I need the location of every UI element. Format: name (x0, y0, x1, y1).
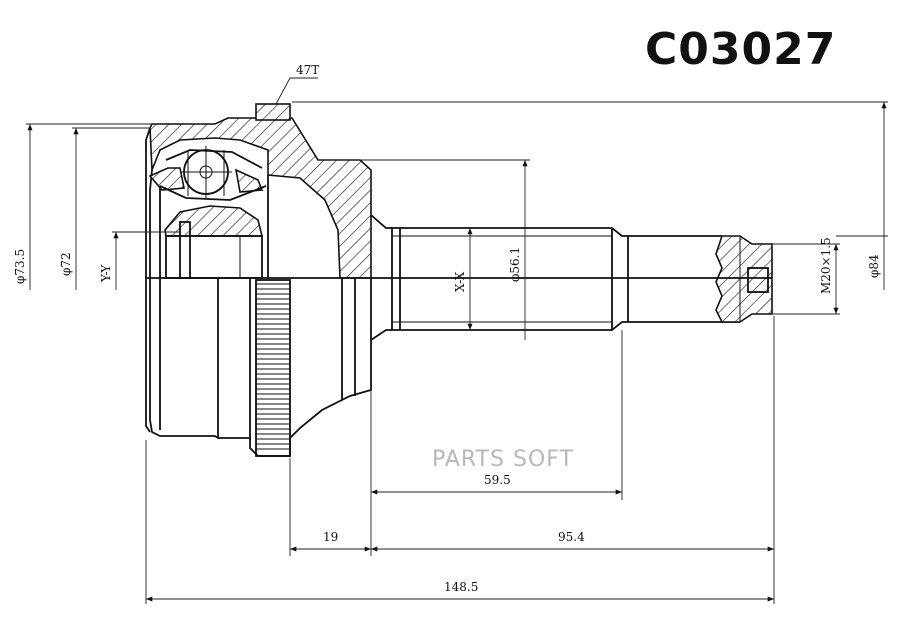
label-section-yy: Y-Y (99, 264, 113, 283)
label-len-spline: 59.5 (484, 473, 511, 487)
part-number-title: C03027 (645, 24, 837, 75)
label-dia-outer-bell: φ73.5 (13, 249, 27, 284)
watermark-text: PARTS SOFT (432, 447, 574, 472)
abs-tone-ring (255, 279, 291, 457)
stub-shaft (370, 214, 773, 341)
dimension-lines (26, 77, 888, 604)
label-dia-shaft: φ56.1 (508, 247, 522, 282)
label-thread: M20×1.5 (819, 237, 833, 294)
label-dia-abs: φ84 (867, 254, 881, 278)
label-section-xx: X-X (453, 271, 467, 292)
label-len-total: 148.5 (444, 580, 478, 594)
label-len-shaft: 95.4 (558, 530, 585, 544)
label-spline-teeth: 47T (296, 63, 319, 77)
spline-boss (255, 103, 291, 121)
label-dia-inner: φ72 (59, 252, 73, 276)
label-len-ring: 19 (323, 530, 338, 544)
bell-housing (145, 117, 372, 457)
inner-race-section (148, 146, 267, 279)
